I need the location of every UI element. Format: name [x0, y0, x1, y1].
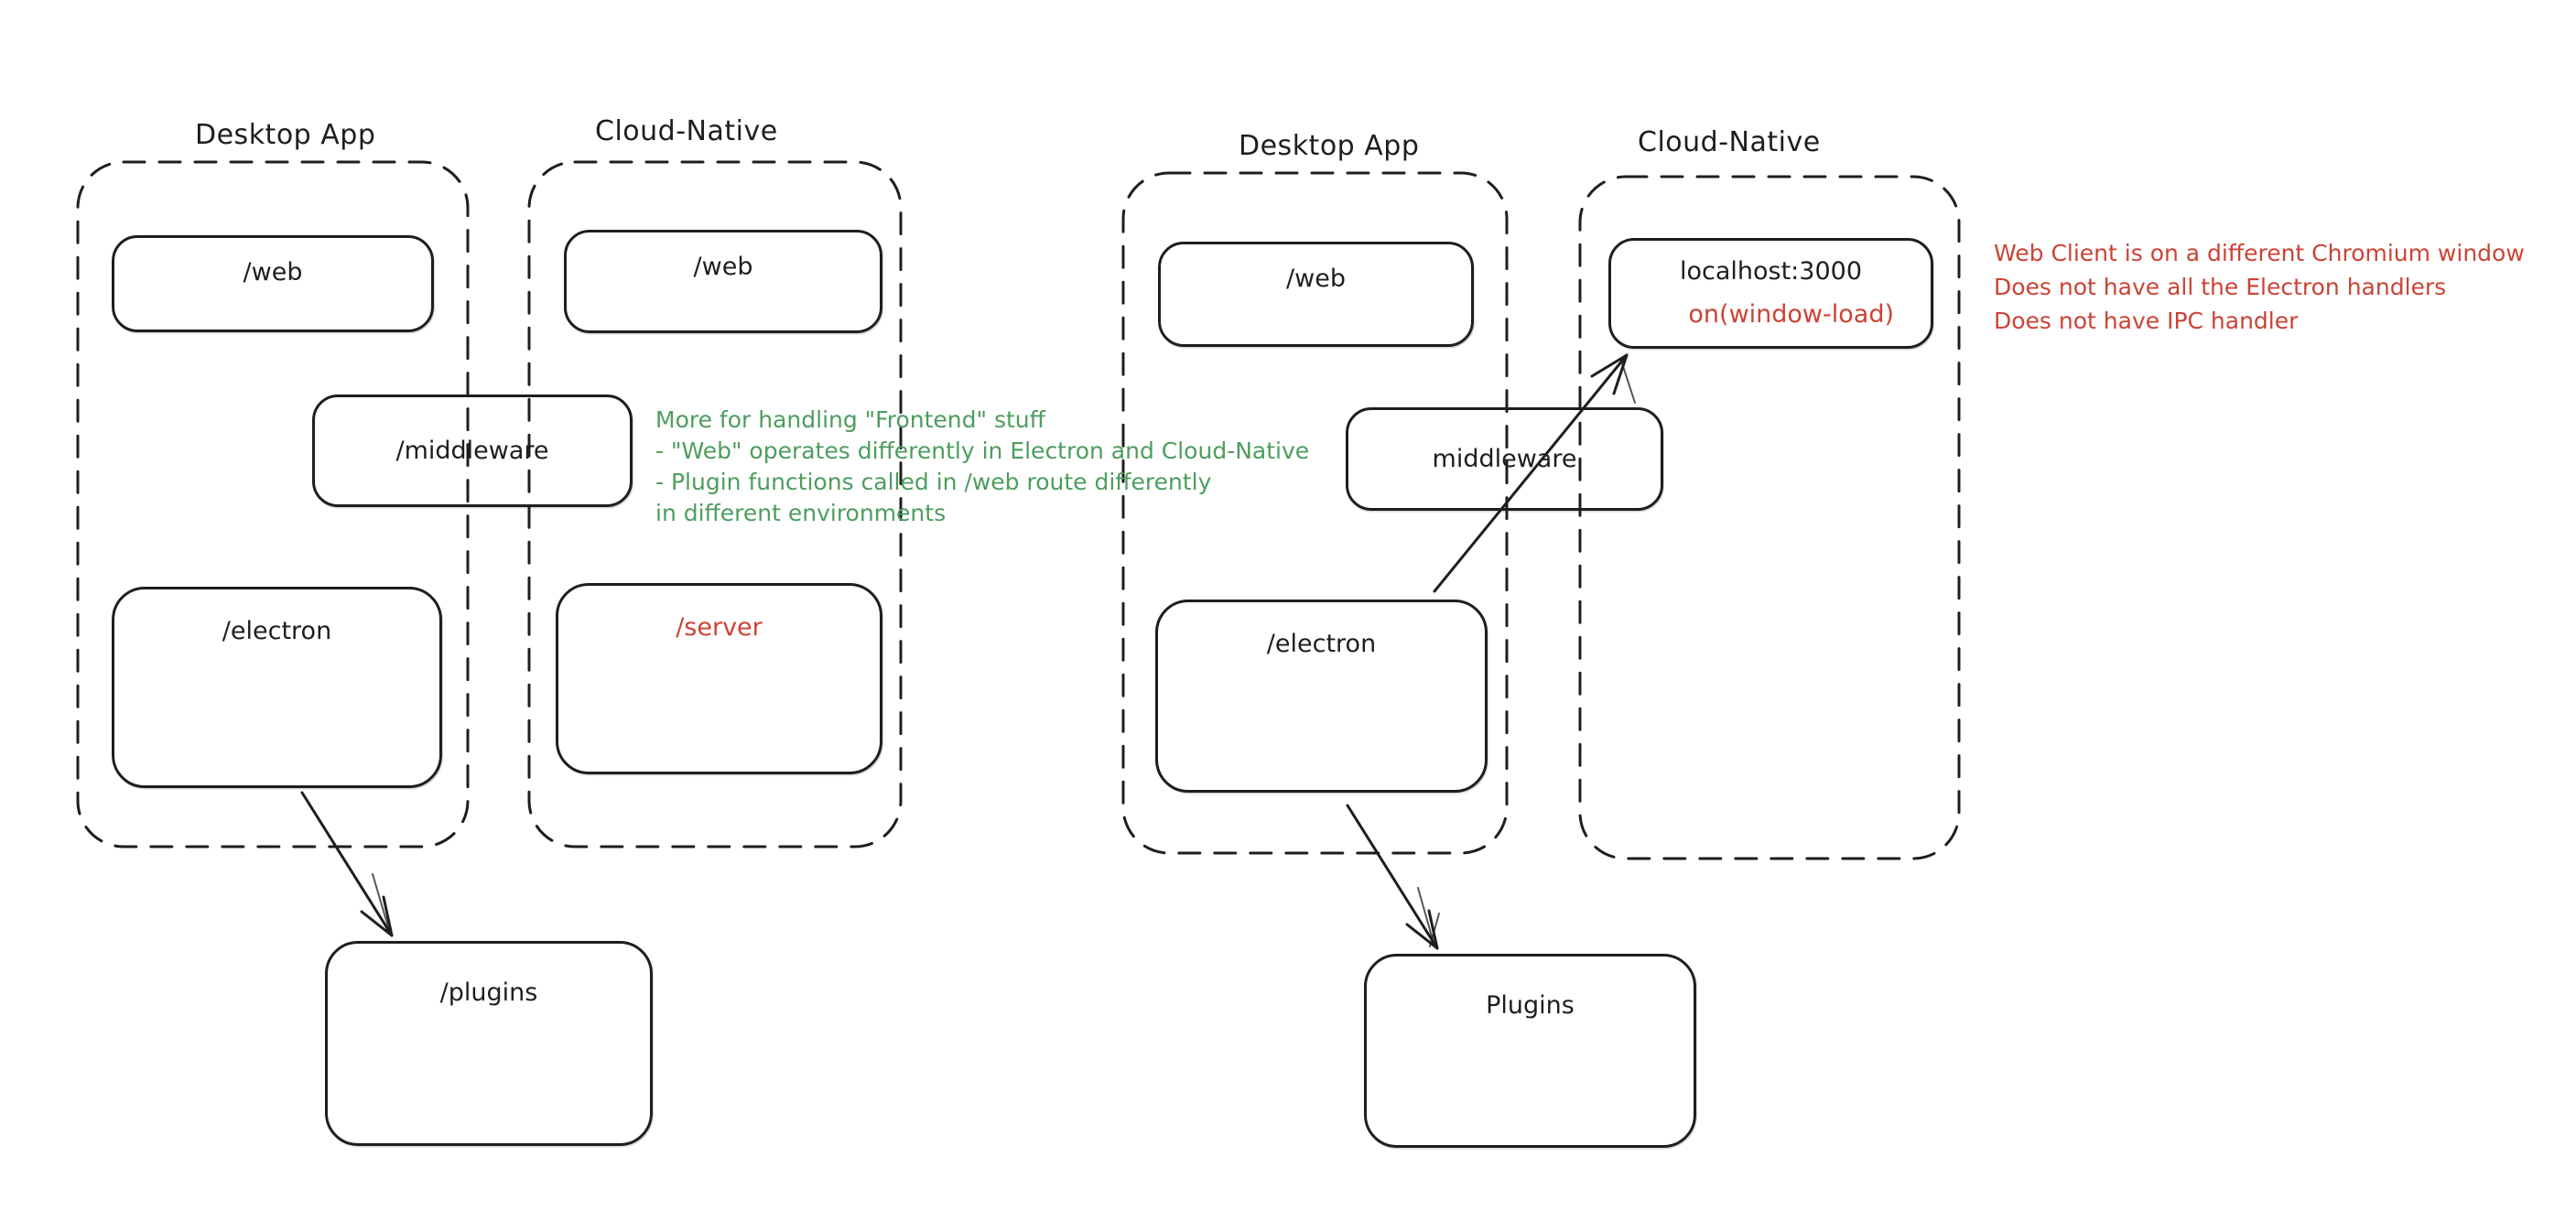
node-plugins-right-label: Plugins	[1486, 991, 1575, 1020]
node-web-right-label: /web	[1286, 265, 1346, 293]
node-plugins-left: /plugins	[325, 941, 653, 1146]
green-annotation-line-4: in different environments	[655, 500, 947, 526]
node-localhost-window-load-label: on(window-load)	[1688, 300, 1894, 329]
node-electron-left: /electron	[112, 587, 442, 788]
green-annotation-line-1: More for handling "Frontend" stuff	[655, 406, 1045, 433]
red-annotation-line-2: Does not have all the Electron handlers	[1994, 274, 2447, 300]
red-annotation-line-1: Web Client is on a different Chromium wi…	[1994, 240, 2525, 266]
node-web-desktop-left-label: /web	[243, 258, 303, 286]
node-web-cloud-left: /web	[564, 230, 882, 333]
green-annotation-line-3: - Plugin functions called in /web route …	[655, 469, 1212, 495]
arrow-electron-to-plugins-right	[1346, 804, 1440, 950]
node-web-cloud-left-label: /web	[693, 253, 753, 281]
node-electron-right: /electron	[1155, 600, 1488, 793]
node-middleware-left: /middleware	[312, 394, 633, 507]
node-middleware-left-label: /middleware	[395, 437, 549, 465]
node-electron-right-label: /electron	[1266, 630, 1377, 658]
red-annotation-line-3: Does not have IPC handler	[1994, 308, 2299, 334]
group-label-cloud-native-left: Cloud-Native	[595, 115, 778, 147]
group-label-desktop-app-right: Desktop App	[1239, 130, 1420, 162]
node-server-left-label: /server	[676, 613, 763, 642]
node-localhost: localhost:3000 on(window-load)	[1608, 238, 1933, 349]
node-plugins-left-label: /plugins	[439, 978, 538, 1007]
node-middleware-right: middleware	[1346, 407, 1663, 511]
node-middleware-right-label: middleware	[1432, 445, 1577, 473]
node-server-left: /server	[556, 583, 882, 774]
group-label-desktop-app-left: Desktop App	[195, 119, 376, 151]
node-localhost-label: localhost:3000	[1679, 257, 1862, 286]
group-label-cloud-native-right: Cloud-Native	[1638, 126, 1821, 158]
arrow-electron-to-plugins-left	[300, 791, 394, 937]
green-annotation-line-2: - "Web" operates differently in Electron…	[655, 438, 1310, 464]
green-annotation: More for handling "Frontend" stuff - "We…	[655, 405, 1309, 529]
node-web-right: /web	[1158, 242, 1474, 347]
node-electron-left-label: /electron	[222, 617, 332, 645]
red-annotation: Web Client is on a different Chromium wi…	[1994, 236, 2525, 338]
node-plugins-right: Plugins	[1364, 954, 1696, 1148]
node-web-desktop-left: /web	[112, 235, 434, 332]
